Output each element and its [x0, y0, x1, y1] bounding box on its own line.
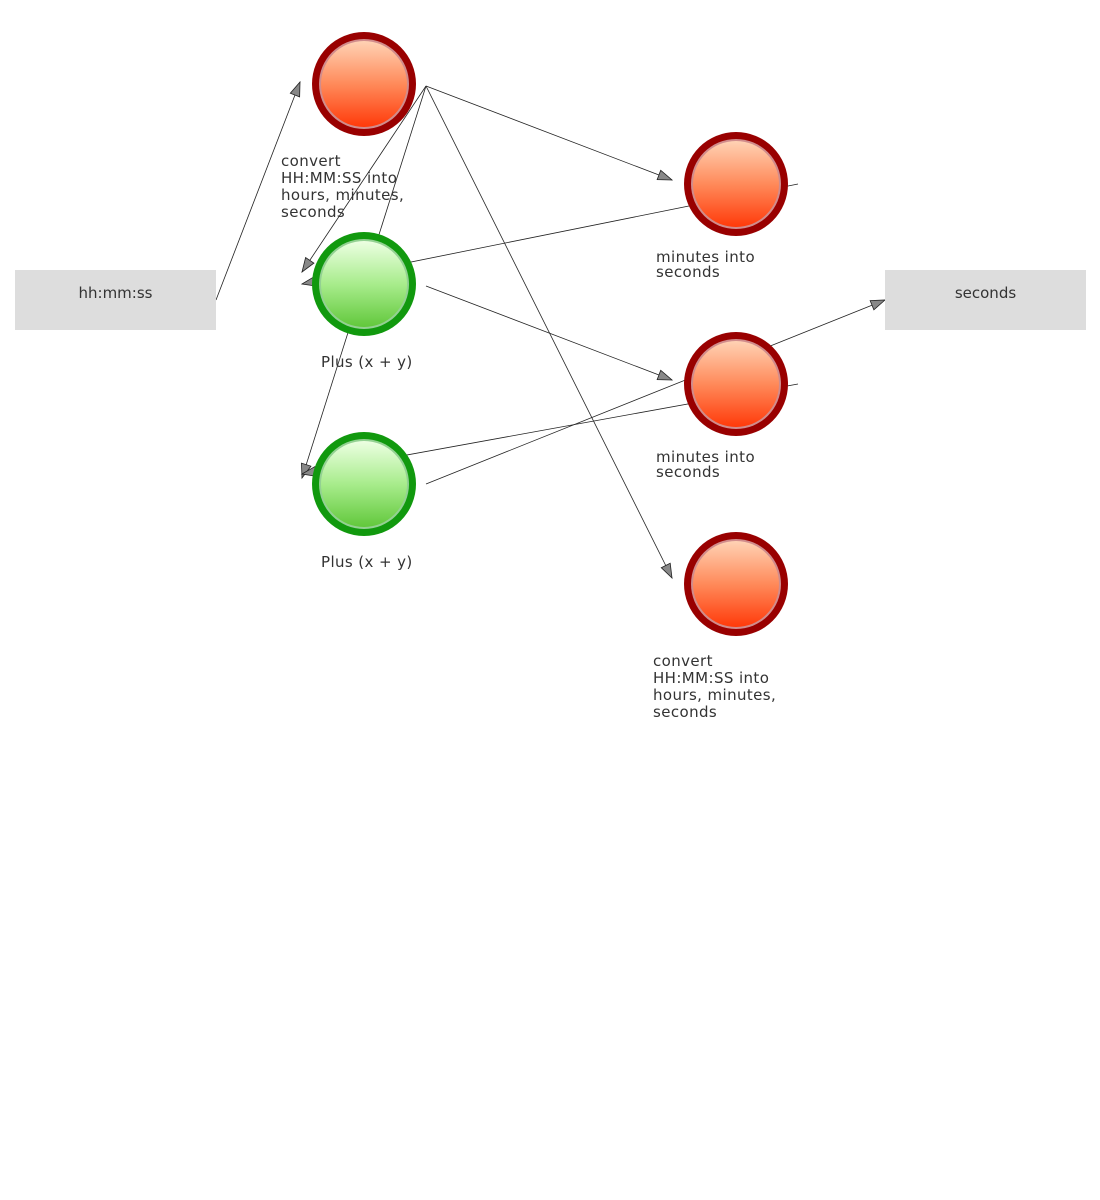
arrowhead-n1-to-n2 — [301, 256, 315, 273]
node-fill — [693, 141, 779, 227]
node-label-plus-2: Plus (x + y) — [321, 553, 413, 571]
input-label: hh:mm:ss — [78, 284, 153, 302]
arrowhead-n1-to-n6 — [660, 562, 673, 580]
arrowhead-n1-to-n4 — [656, 169, 674, 181]
arrowhead-n2-to-n5 — [656, 369, 674, 381]
node-label-minutes-2: minutes into seconds — [656, 448, 756, 481]
node-fill — [321, 441, 407, 527]
node-fill — [321, 41, 407, 127]
node-label-convert-2: convert HH:MM:SS into hours, minutes, se… — [653, 652, 777, 721]
edge-n3-to-out — [425, 299, 886, 485]
node-fill — [693, 541, 779, 627]
edge-n2-to-n5 — [425, 285, 673, 381]
node-n5-red[interactable] — [684, 332, 788, 436]
edge-in-to-n1 — [215, 81, 301, 301]
node-label-minutes-1: minutes into seconds — [656, 248, 756, 281]
input-box-hhmmss[interactable]: hh:mm:ss — [15, 270, 216, 330]
arrowhead-in-to-n1 — [289, 80, 301, 98]
edge-n1-to-n6 — [425, 85, 673, 579]
node-fill — [321, 241, 407, 327]
node-n3-green[interactable] — [312, 432, 416, 536]
node-n4-red[interactable] — [684, 132, 788, 236]
output-box-seconds[interactable]: seconds — [885, 270, 1086, 330]
edge-n1-to-n4 — [425, 85, 673, 181]
node-label-convert-1: convert HH:MM:SS into hours, minutes, se… — [281, 152, 405, 221]
node-n6-red[interactable] — [684, 532, 788, 636]
node-n2-green[interactable] — [312, 232, 416, 336]
output-label: seconds — [954, 284, 1017, 302]
edge-n1-to-n2 — [301, 85, 427, 273]
node-label-plus-1: Plus (x + y) — [321, 353, 413, 371]
node-fill — [693, 341, 779, 427]
node-n1-red[interactable] — [312, 32, 416, 136]
arrowhead-n3-to-out — [869, 299, 887, 311]
